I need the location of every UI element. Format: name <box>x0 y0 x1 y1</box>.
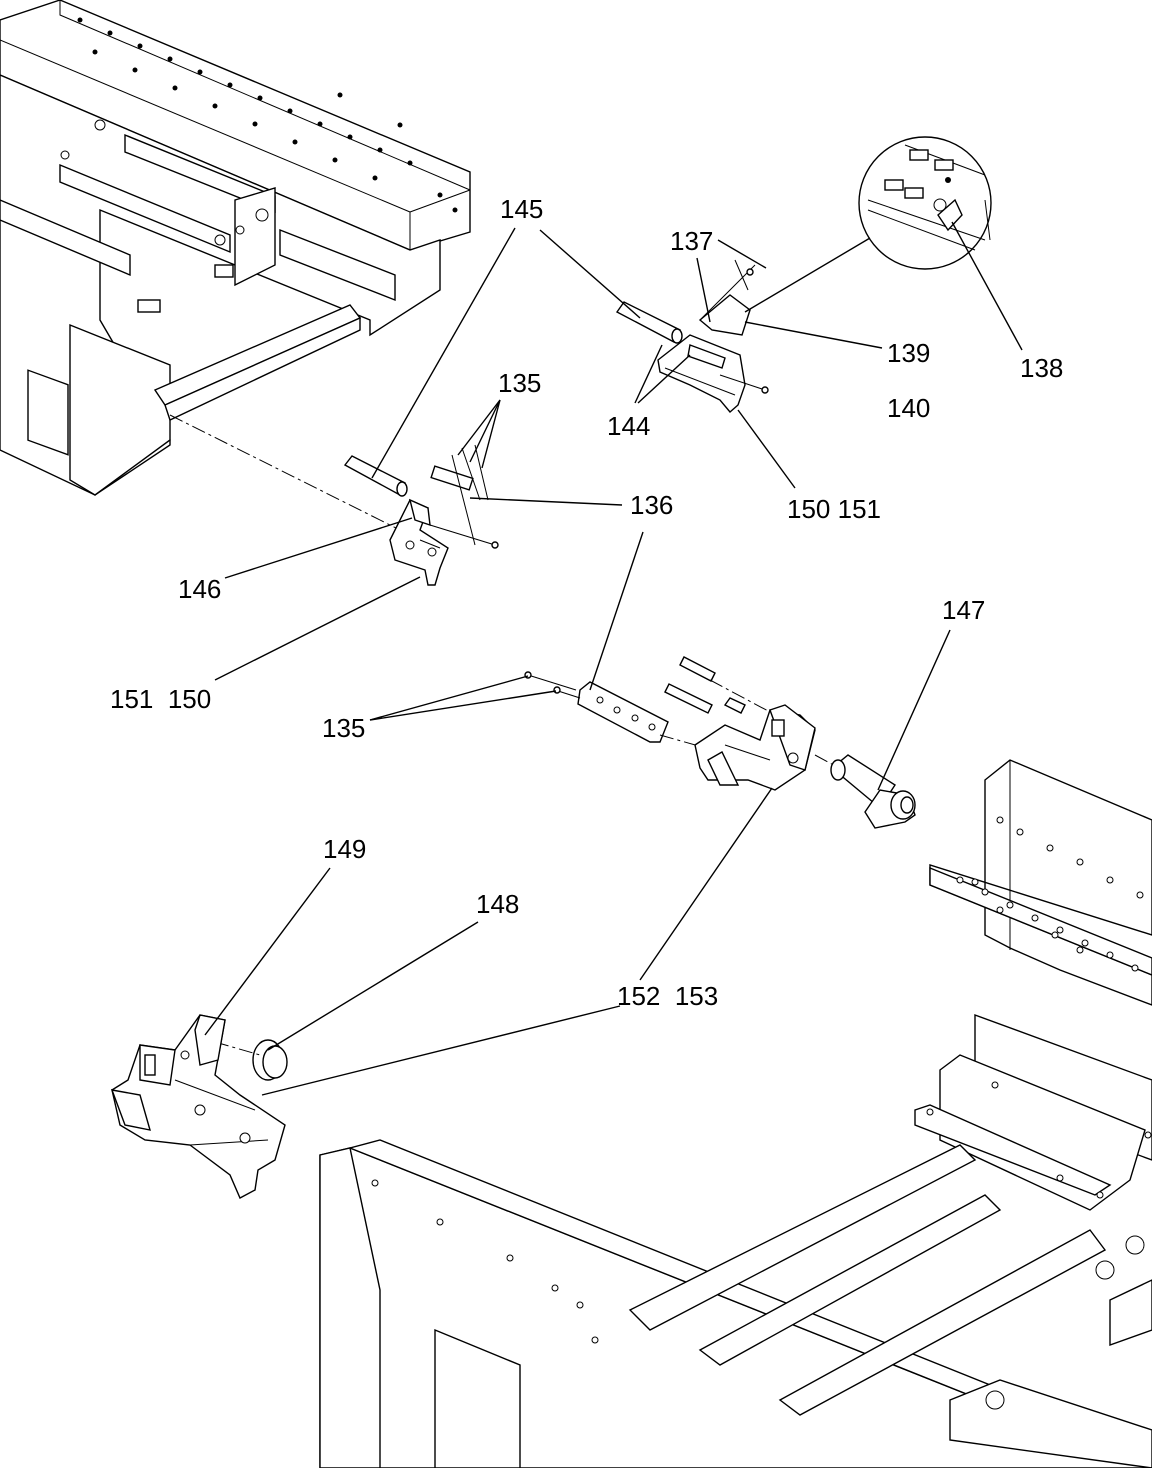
label-137: 137 <box>670 226 713 256</box>
label-149: 149 <box>323 834 366 864</box>
label-152-153: 152 153 <box>617 981 718 1011</box>
center-bracket-assembly <box>524 656 881 791</box>
label-145: 145 <box>500 194 543 224</box>
label-150-151-top: 150 151 <box>787 494 881 524</box>
cylinder-assembly <box>830 754 916 829</box>
upper-frame-assembly <box>0 0 471 496</box>
leader-lines <box>204 221 1023 1096</box>
left-bracket-assembly <box>343 444 499 586</box>
beam-holes <box>77 17 458 213</box>
label-147: 147 <box>942 595 985 625</box>
label-135-mid: 135 <box>322 713 365 743</box>
frame-holes <box>371 816 1152 1344</box>
label-144: 144 <box>607 411 650 441</box>
label-135-top: 135 <box>498 368 541 398</box>
label-151-150: 151 150 <box>110 684 211 714</box>
label-138: 138 <box>1020 353 1063 383</box>
lower-frame-assembly <box>319 759 1152 1468</box>
label-140: 140 <box>887 393 930 423</box>
label-136: 136 <box>630 490 673 520</box>
alignment-line-1 <box>169 414 401 531</box>
detail-callout-circle <box>744 136 992 313</box>
upper-right-bracket-assembly <box>615 259 769 413</box>
callout-labels: 145 137 139 138 140 144 150 151 135 136 … <box>110 194 1063 1011</box>
label-139: 139 <box>887 338 930 368</box>
label-146: 146 <box>178 574 221 604</box>
label-148: 148 <box>476 889 519 919</box>
lower-left-bracket-assembly <box>110 1014 288 1199</box>
